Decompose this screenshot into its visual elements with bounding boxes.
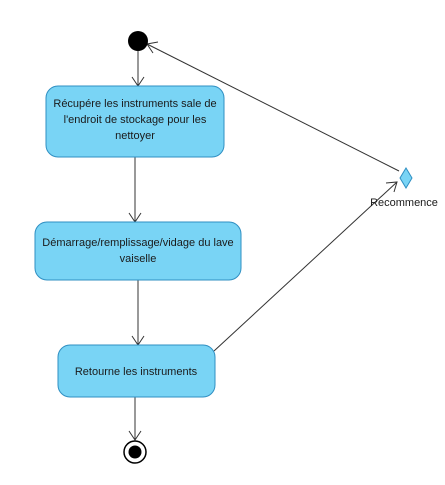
- final-node[interactable]: [123, 440, 147, 464]
- activity-label-line: Retourne les instruments: [75, 366, 198, 378]
- activity-label-line: Démarrage/remplissage/vidage du lave: [42, 237, 233, 249]
- decision-label: Recommence: [370, 197, 438, 209]
- edge-decision-to-start: [146, 43, 400, 172]
- activity-label-line: Récupére les instruments sale de: [53, 98, 216, 110]
- activity-label-line: l'endroit de stockage pour les: [64, 114, 207, 126]
- activity-label-line: nettoyer: [115, 130, 155, 142]
- arrowhead-decision: [385, 181, 398, 193]
- activity-box[interactable]: [57, 344, 216, 398]
- initial-node[interactable]: [128, 31, 148, 51]
- activity-node-recuperer[interactable]: Récupére les instruments sale de l'endro…: [45, 85, 225, 158]
- edge-act3-to-decision: [213, 181, 398, 352]
- activity-label-line: vaiselle: [120, 253, 157, 265]
- arrowhead-end: [128, 430, 142, 441]
- final-node-core: [128, 445, 142, 459]
- arrowhead-start: [146, 41, 159, 54]
- activity-node-demarrage[interactable]: Démarrage/remplissage/vidage du lave vai…: [34, 221, 242, 281]
- activity-node-retourne[interactable]: Retourne les instruments: [57, 344, 216, 398]
- activity-box[interactable]: [34, 221, 242, 281]
- decision-diamond[interactable]: [399, 167, 413, 189]
- decision-node-recommence[interactable]: Recommence: [370, 167, 438, 209]
- edges: [128, 41, 400, 441]
- activity-box[interactable]: [45, 85, 225, 158]
